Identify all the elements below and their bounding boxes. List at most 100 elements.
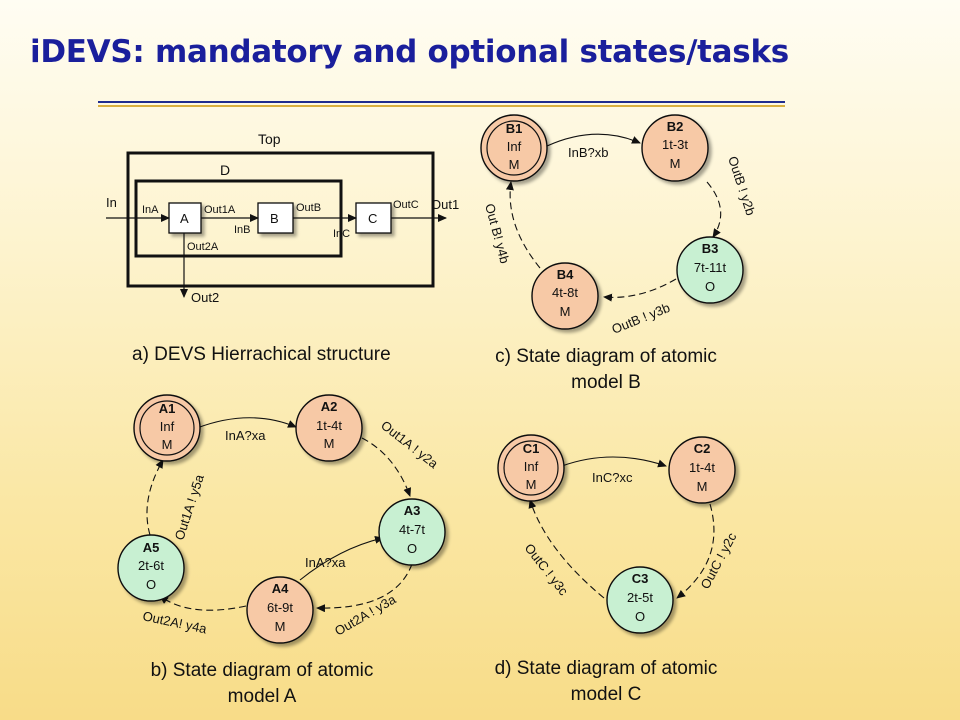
state-b3: B3 7t-11t O — [676, 236, 744, 304]
title-underline-blue — [98, 101, 785, 103]
state-b1: B1 Inf M — [480, 114, 548, 182]
state-a5-name: A5 — [143, 540, 160, 555]
block-a-label: A — [180, 211, 189, 226]
state-b4-time: 4t-8t — [552, 285, 578, 300]
state-b3-type: O — [705, 279, 715, 294]
state-a1-name: A1 — [159, 401, 176, 416]
state-a3-time: 4t-7t — [399, 522, 425, 537]
transition-b4-b1 — [505, 181, 541, 269]
transition-a4-a5 — [159, 595, 247, 611]
state-a3-type: O — [407, 541, 417, 556]
caption-a: a) DEVS Hierrachical structure — [132, 344, 391, 365]
state-a5-type: O — [146, 577, 156, 592]
port-inc: InC — [333, 228, 350, 240]
transition-label-ina-xa-2: InA?xa — [305, 555, 346, 570]
port-in: In — [106, 195, 117, 210]
state-c3-type: O — [635, 609, 645, 624]
state-a1-type: M — [162, 437, 173, 452]
port-out1: Out1 — [431, 197, 459, 212]
transition-label-outc-y2c: OutC ! y2c — [697, 530, 739, 592]
transition-c3-c1 — [528, 499, 605, 599]
transition-b2-b3 — [706, 181, 722, 238]
state-b1-name: B1 — [506, 121, 523, 136]
state-a4-time: 6t-9t — [267, 600, 293, 615]
top-block — [126, 151, 435, 288]
state-a5: A5 2t-6t O — [117, 534, 185, 602]
block-c-label: C — [368, 211, 377, 226]
caption-d-line1: d) State diagram of atomic — [495, 658, 718, 679]
state-c1-name: C1 — [523, 441, 540, 456]
transition-a5-a1 — [146, 459, 164, 536]
state-c2: C2 1t-4t M — [668, 436, 736, 504]
state-b3-name: B3 — [702, 241, 719, 256]
state-b3-time: 7t-11t — [694, 260, 727, 275]
state-c3-name: C3 — [632, 571, 649, 586]
port-ina: InA — [142, 204, 159, 216]
state-c2-time: 1t-4t — [689, 460, 715, 475]
state-a2: A2 1t-4t M — [295, 394, 363, 462]
d-label: D — [220, 162, 230, 178]
transition-label-inb-xb: InB?xb — [568, 145, 608, 160]
state-a4: A4 6t-9t M — [246, 576, 314, 644]
state-a5-time: 2t-6t — [138, 558, 164, 573]
port-inb: InB — [234, 224, 251, 236]
transition-label-outc-y3c: OutC ! y3c — [522, 541, 572, 599]
port-outb: OutB — [296, 202, 321, 214]
state-c3-time: 2t-5t — [627, 590, 653, 605]
state-a2-type: M — [324, 436, 335, 451]
caption-c-line2: model B — [571, 372, 641, 393]
state-b4-type: M — [560, 304, 571, 319]
transition-label-ina-xa-1: InA?xa — [225, 428, 266, 443]
transition-a1-a2 — [196, 417, 297, 429]
transition-b3-b4 — [603, 278, 677, 302]
state-b1-type: M — [509, 157, 520, 172]
caption-c-line1: c) State diagram of atomic — [495, 346, 717, 367]
state-a3-name: A3 — [404, 503, 421, 518]
devs-structure-diagram: Top D A B C In InA Out1A Out2A InB OutB … — [106, 131, 459, 365]
transition-c2-c3 — [676, 503, 715, 599]
state-diagram-model-b: InB?xb OutB ! y2b OutB ! y3b Out B! y4b … — [480, 114, 758, 393]
title-underline-gold — [98, 105, 785, 107]
caption-b-line1: b) State diagram of atomic — [151, 660, 374, 681]
transition-label-out1a-y5a: Out1A ! y5a — [172, 472, 207, 542]
transition-label-out2a-y3a: Out2A ! y3a — [332, 591, 399, 638]
state-a1: A1 Inf M — [133, 394, 201, 462]
state-b2-type: M — [670, 156, 681, 171]
state-b2: B2 1t-3t M — [641, 114, 709, 182]
state-b2-name: B2 — [667, 119, 684, 134]
top-label: Top — [258, 131, 281, 147]
state-c2-type: M — [697, 479, 708, 494]
state-c3: C3 2t-5t O — [606, 566, 674, 634]
state-a3: A3 4t-7t O — [378, 498, 446, 566]
slide-title: iDEVS: mandatory and optional states/tas… — [30, 34, 789, 70]
state-b4: B4 4t-8t M — [531, 262, 599, 330]
transition-a4-a3 — [299, 535, 384, 581]
state-c1-time: Inf — [524, 459, 539, 474]
caption-b-line2: model A — [228, 686, 297, 707]
state-c2-name: C2 — [694, 441, 711, 456]
transition-label-out2a-y4a: Out2A! y4a — [141, 608, 208, 636]
port-out1a: Out1A — [204, 204, 236, 216]
state-a4-type: M — [275, 619, 286, 634]
state-a2-time: 1t-4t — [316, 418, 342, 433]
caption-d-line2: model C — [571, 684, 642, 705]
transition-label-outb-y2b: OutB ! y2b — [725, 154, 758, 217]
transition-a3-a4 — [316, 563, 413, 613]
block-b-label: B — [270, 211, 279, 226]
port-out2a: Out2A — [187, 241, 219, 253]
state-b1-time: Inf — [507, 139, 522, 154]
transition-label-out1a-y2a: Out1A ! y2a — [378, 418, 441, 472]
state-a4-name: A4 — [272, 581, 289, 596]
transition-b1-b2 — [546, 133, 641, 147]
state-a2-name: A2 — [321, 399, 338, 414]
port-outc: OutC — [393, 199, 419, 211]
transition-c1-c2 — [561, 456, 667, 468]
state-c1-type: M — [526, 477, 537, 492]
transition-a2-a3 — [361, 437, 412, 497]
transition-label-inc-xc: InC?xc — [592, 470, 633, 485]
state-b2-time: 1t-3t — [662, 137, 688, 152]
transition-label-outb-y4b: Out B! y4b — [482, 202, 512, 265]
state-diagram-model-c: InC?xc OutC ! y2c OutC ! y3c C1 Inf M C2… — [495, 434, 740, 705]
state-c1: C1 Inf M — [497, 434, 565, 502]
